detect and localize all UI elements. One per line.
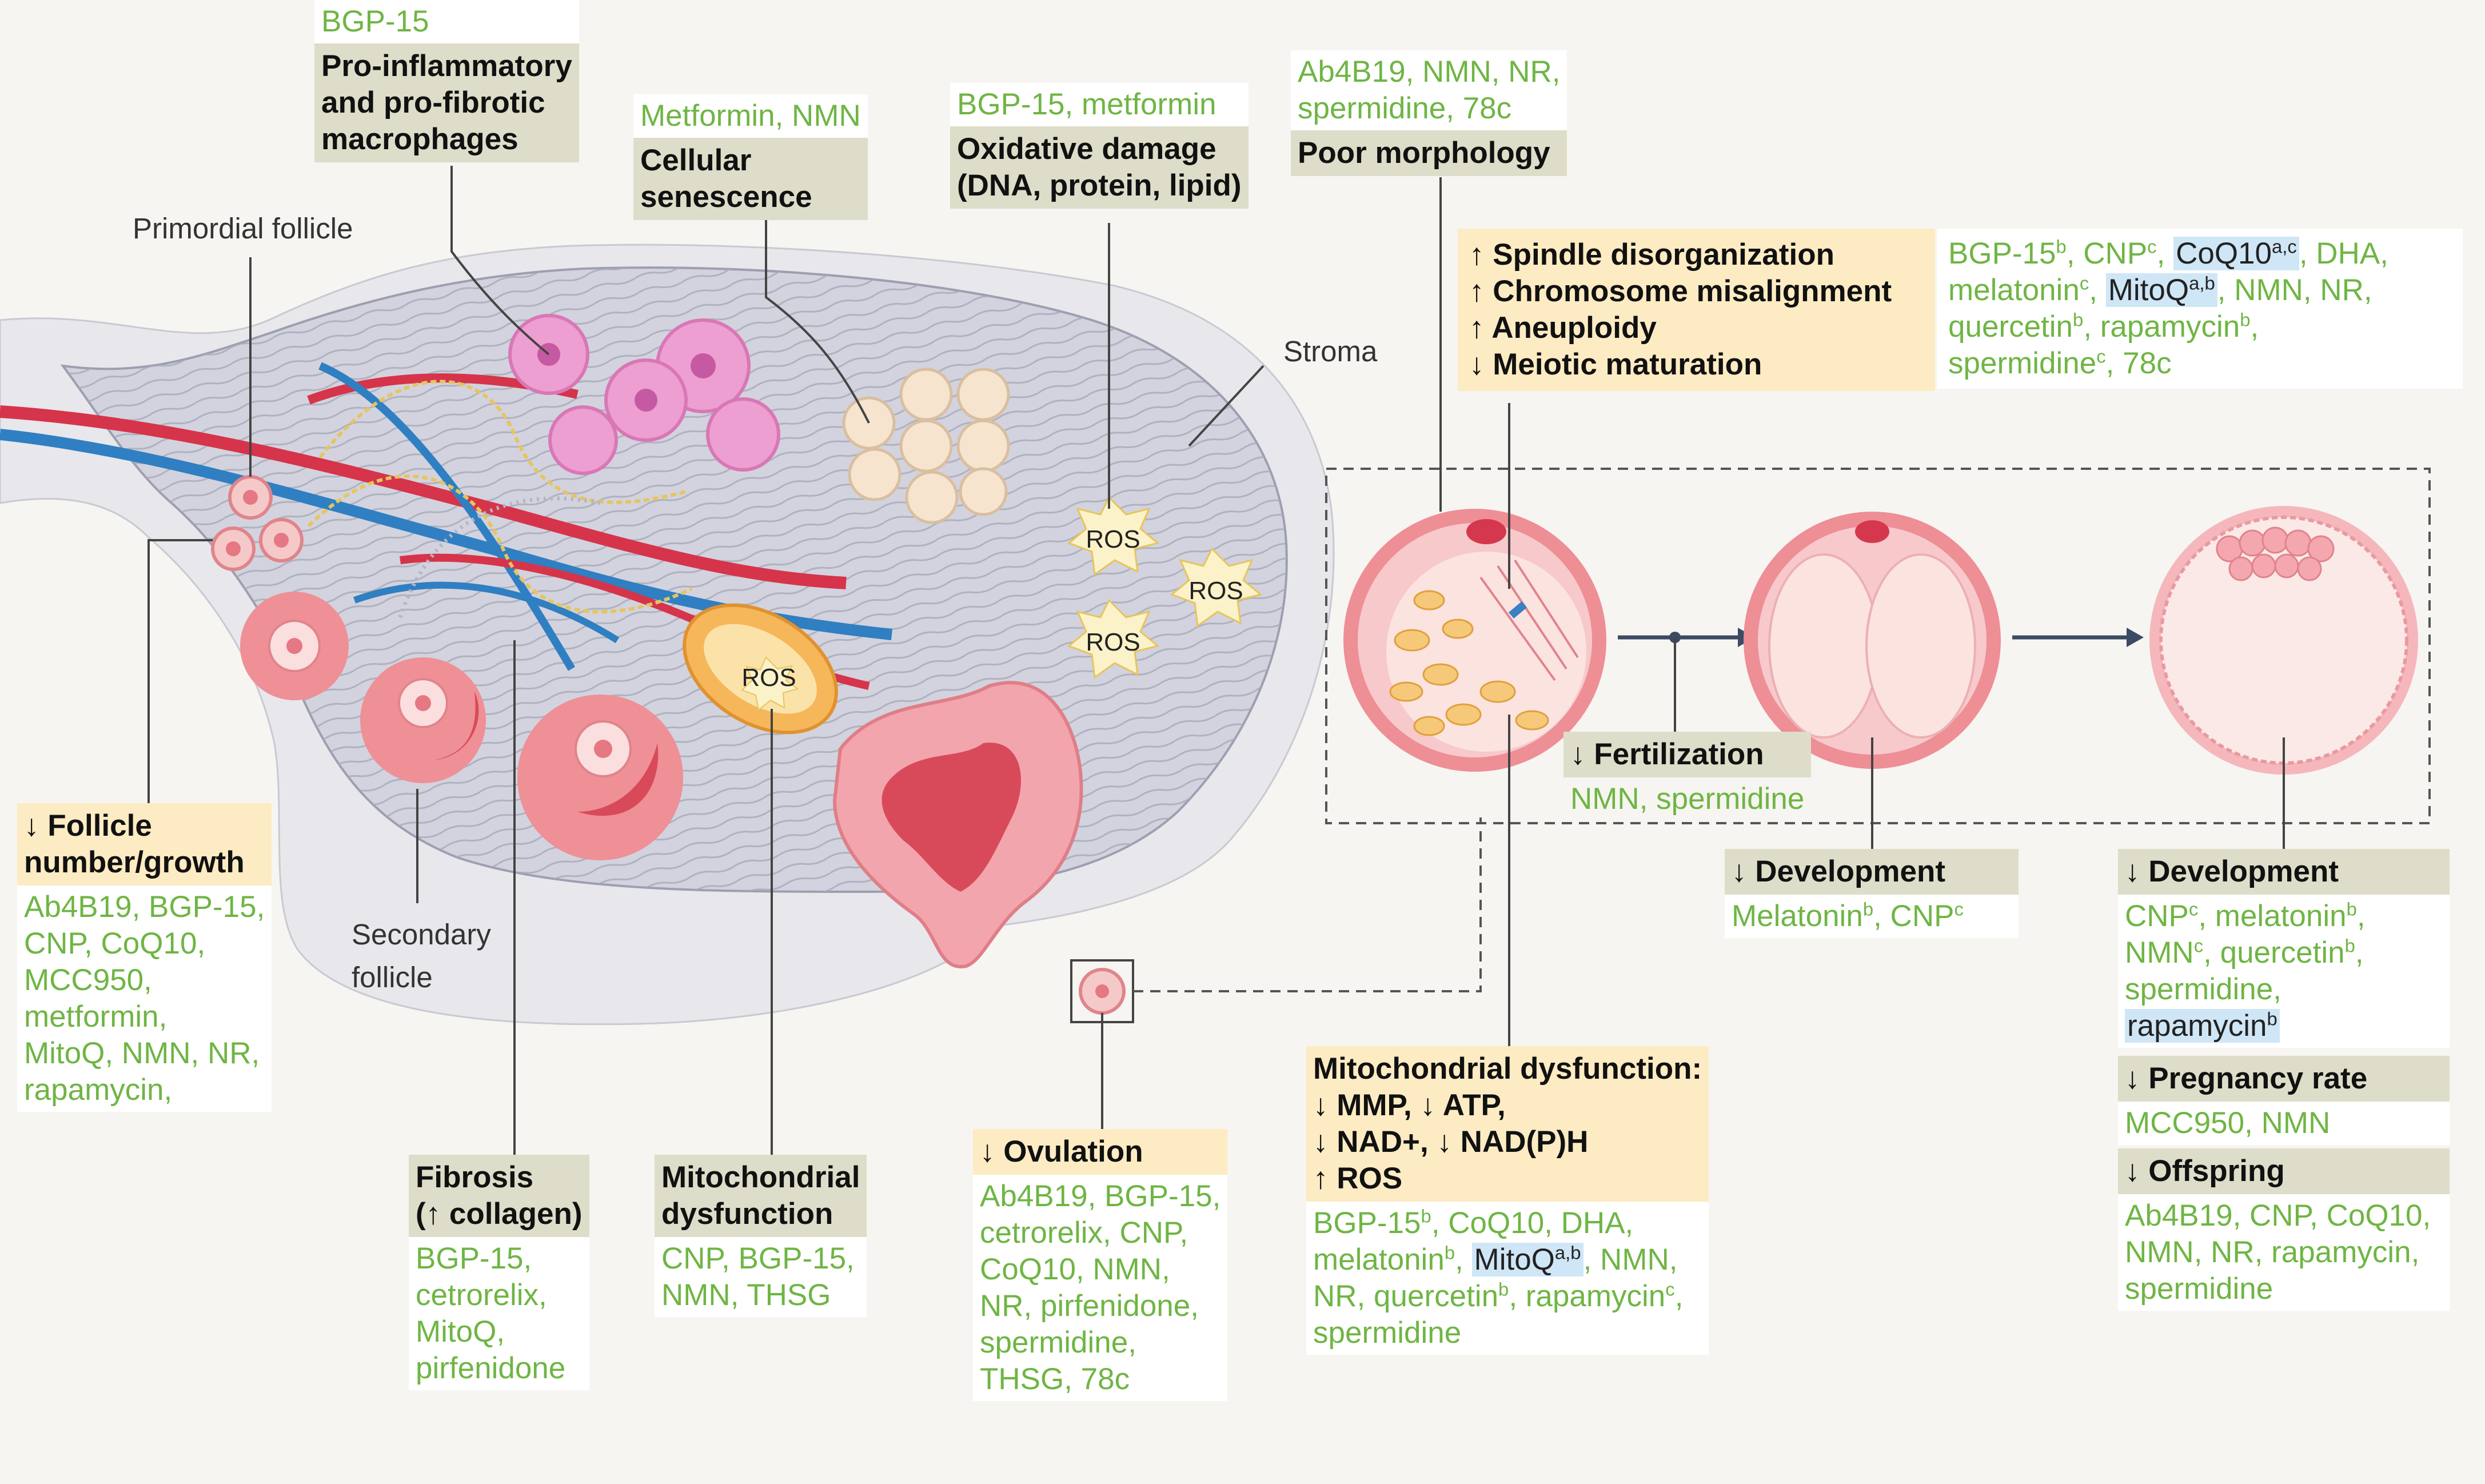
collagen-fibers [318,380,687,504]
fertilization-callout: ↓ Fertilization NMN, spermidine [1563,732,1812,821]
offspring-title: ↓ Offspring [2118,1148,2450,1194]
oxidative-callout: BGP-15, metformin Oxidative damage(DNA, … [950,83,1249,209]
mito-left-drugs: CNP, BGP-15,NMN, THSG [655,1237,867,1317]
senescent-cells [842,368,1010,524]
fibrosis-title: Fibrosis(↑ collagen) [409,1155,589,1237]
oxidative-title: Oxidative damage(DNA, protein, lipid) [950,126,1249,209]
mitochondrion: ROS [683,603,838,735]
fertilization-title: ↓ Fertilization [1563,732,1812,777]
spindle-title: ↑ Spindle disorganization↑ Chromosome mi… [1458,229,1935,391]
secondary-follicle-label-2: follicle [352,961,433,994]
morphology-title: Poor morphology [1291,130,1567,176]
ovulation-drugs: Ab4B19, BGP-15,cetrorelix, CNP,CoQ10, NM… [973,1175,1228,1401]
svg-text:ROS: ROS [1086,525,1140,553]
mito-center-callout: Mitochondrial dysfunction:↓ MMP, ↓ ATP, … [1306,1046,1709,1355]
secondary-follicle-label-1: Secondary [352,918,491,951]
growing-follicles [240,592,683,860]
mii-oocyte [1343,509,1606,772]
morphology-drugs: Ab4B19, NMN, NR,spermidine, 78c [1291,50,1567,130]
ovulation-callout: ↓ Ovulation Ab4B19, BGP-15,cetrorelix, C… [973,1129,1228,1401]
dev-mid-title: ↓ Development [1725,849,2019,895]
macrophage-drugs: BGP-15 [314,0,579,43]
dev-mid-drugs: Melatoninb, CNPc [1725,895,2019,938]
spindle-drugs: BGP-15b, CNPc, CoQ10a,c, DHA, melatoninc… [1937,229,2463,389]
leader-lines [147,166,2285,1160]
ros-stars: ROS ROS ROS [1067,496,1263,679]
two-cell-embryo [1744,512,2001,769]
svg-text:ROS: ROS [741,664,796,692]
morphology-callout: Ab4B19, NMN, NR,spermidine, 78c Poor mor… [1291,50,1567,176]
svg-text:ROS: ROS [1188,577,1243,605]
mito-center-title: Mitochondrial dysfunction:↓ MMP, ↓ ATP, … [1306,1046,1709,1202]
blastocyst [2149,506,2418,775]
follicle-drugs: Ab4B19, BGP-15,CNP, CoQ10,MCC950, metfor… [17,885,272,1112]
mito-center-drugs: BGP-15b, CoQ10, DHA, melatoninb, MitoQa,… [1306,1202,1709,1355]
fibrosis-callout: Fibrosis(↑ collagen) BGP-15,cetrorelix, … [409,1155,589,1390]
dev-mid-callout: ↓ Development Melatoninb, CNPc [1725,849,2019,938]
embryo-frame [1325,468,2431,824]
pregnancy-drugs: MCC950, NMN [2118,1102,2450,1145]
dev-right-title: ↓ Development [2118,849,2450,895]
ovulation-title: ↓ Ovulation [973,1129,1228,1175]
dev-right-drugs: CNPc, melatoninb, NMNc, quercetinb, sper… [2118,895,2450,1048]
pregnancy-title: ↓ Pregnancy rate [2118,1056,2450,1102]
blood-vessel-red [0,405,847,589]
dev-right-column: ↓ Development CNPc, melatoninb, NMNc, qu… [2118,849,2450,1311]
macrophage-cluster [508,314,780,475]
primordial-follicles [211,475,304,571]
fibrosis-drugs: BGP-15,cetrorelix, MitoQ,pirfenidone [409,1237,589,1390]
spindle-callout: ↑ Spindle disorganization↑ Chromosome mi… [1458,229,1935,391]
svg-text:ROS: ROS [1086,628,1140,656]
oxidative-drugs: BGP-15, metformin [950,83,1249,126]
primordial-follicle-label: Primordial follicle [133,212,353,245]
fertilization-drugs: NMN, spermidine [1570,782,1805,816]
stroma-label: Stroma [1283,335,1378,368]
offspring-drugs: Ab4B19, CNP, CoQ10,NMN, NR, rapamycin,sp… [2118,1194,2450,1311]
senescence-drugs: Metformin, NMN [633,94,868,138]
